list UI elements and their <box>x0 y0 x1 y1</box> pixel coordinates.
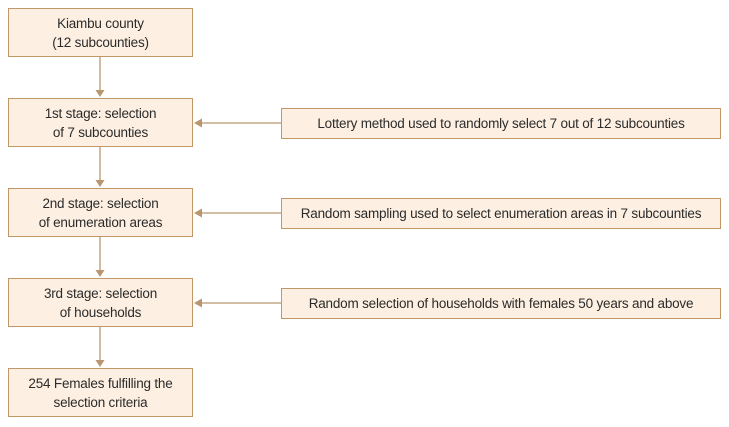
method-box-stage-3: Random selection of households with fema… <box>281 288 721 319</box>
down-arrow <box>95 237 105 277</box>
left-arrow <box>194 118 281 128</box>
step-label: 3rd stage: selection of households <box>43 285 158 320</box>
method-box-stage-1: Lottery method used to randomly select 7… <box>281 108 721 139</box>
step-label: 1st stage: selection of 7 subcounties <box>44 105 157 140</box>
down-arrow <box>95 57 105 97</box>
method-box-stage-2: Random sampling used to select enumerati… <box>281 198 721 229</box>
step-box-result: 254 Females fulfilling the selection cri… <box>8 368 193 417</box>
step-box-stage-3: 3rd stage: selection of households <box>8 278 193 327</box>
step-label: 254 Females fulfilling the selection cri… <box>28 375 173 410</box>
method-label: Lottery method used to randomly select 7… <box>317 116 685 131</box>
step-label: Kiambu county (12 subcounties) <box>52 15 149 50</box>
step-box-stage-1: 1st stage: selection of 7 subcounties <box>8 98 193 147</box>
method-label: Random sampling used to select enumerati… <box>300 206 702 221</box>
step-label: 2nd stage: selection of enumeration area… <box>38 195 163 230</box>
left-arrow <box>194 298 281 308</box>
down-arrow <box>95 147 105 187</box>
method-label: Random selection of households with fema… <box>308 296 694 311</box>
step-box-stage-2: 2nd stage: selection of enumeration area… <box>8 188 193 237</box>
step-box-county: Kiambu county (12 subcounties) <box>8 8 193 57</box>
left-arrow <box>194 208 281 218</box>
down-arrow <box>95 327 105 367</box>
